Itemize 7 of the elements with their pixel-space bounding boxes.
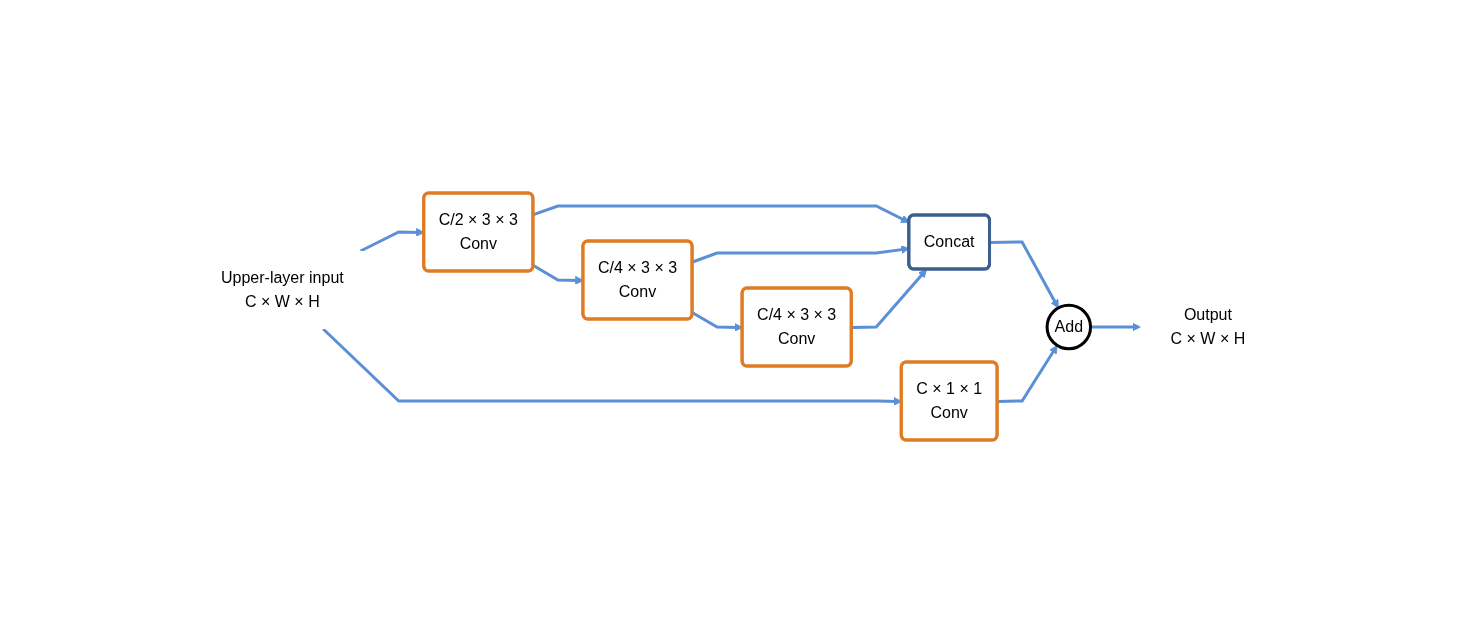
arrow bbox=[989, 240, 1059, 308]
arrow bbox=[851, 268, 927, 329]
arrow bbox=[997, 344, 1058, 403]
node-text: Output C × W × H bbox=[1170, 305, 1246, 347]
node-text: Upper-layer input C × W × H bbox=[220, 268, 344, 310]
arrow bbox=[1090, 322, 1141, 331]
node-circle: Add bbox=[1045, 303, 1092, 350]
